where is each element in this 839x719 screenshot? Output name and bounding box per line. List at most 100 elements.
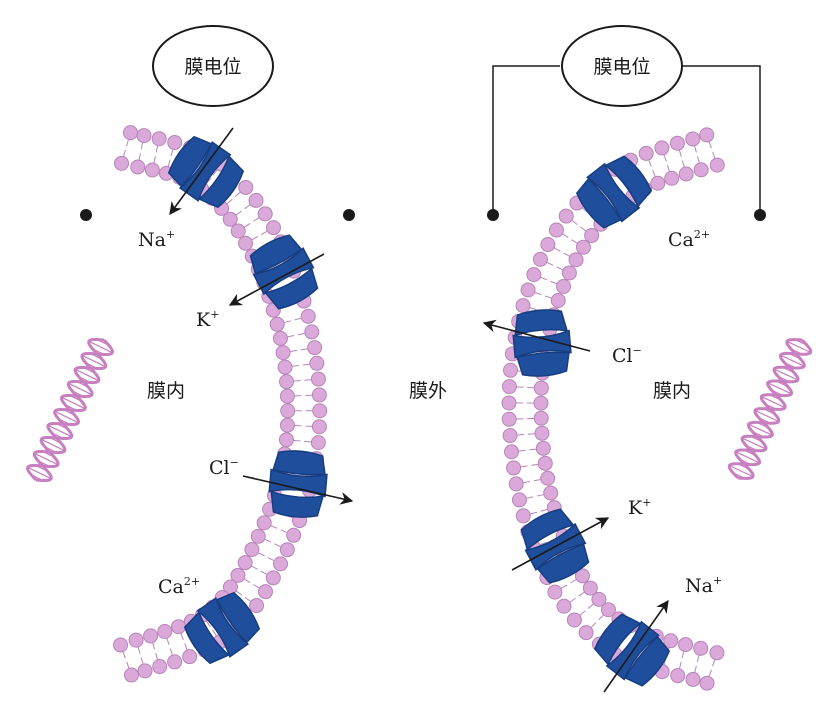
right-membrane-lipid-head — [685, 131, 701, 147]
left-membrane-lipid-head — [300, 308, 316, 324]
right-potential-label: 膜电位 — [593, 56, 650, 78]
left-membrane-lipid-head — [113, 637, 129, 653]
right-membrane-lipid-head — [670, 668, 686, 684]
right-dna-rung — [773, 368, 799, 381]
left-ion-cl: Cl− — [209, 456, 239, 479]
right-membrane-lipid-head — [550, 293, 566, 309]
right-membrane-lipid-head — [654, 140, 670, 156]
right-membrane-lipid-head — [556, 279, 572, 295]
left-membrane-lipid-head — [256, 515, 272, 531]
right-membrane-lipid-head — [547, 584, 563, 600]
right-na-channel — [593, 613, 671, 687]
right-membrane-lipid-head — [584, 227, 600, 243]
right-membrane-lipid-head — [543, 485, 559, 501]
left-membrane-lipid-head — [248, 192, 264, 208]
right-ion-na: Na+ — [685, 574, 722, 597]
right-potential-ellipse — [561, 25, 683, 107]
right-membrane-lipid-head — [520, 282, 536, 298]
left-membrane-lipid-head — [279, 542, 295, 558]
left-membrane-lipid-head — [279, 388, 295, 404]
right-membrane-lipid-head — [693, 640, 709, 656]
right-membrane-lipid-head — [502, 362, 518, 378]
right-dna-rung — [754, 409, 779, 422]
left-dna-helix-icon — [25, 338, 115, 482]
right-membrane-lipid-head — [506, 460, 522, 476]
left-membrane-lipid-head — [136, 128, 152, 144]
left-membrane-lipid-head — [273, 556, 289, 572]
right-inside-label: 膜内 — [653, 380, 691, 402]
right-membrane-lipid-head — [534, 425, 550, 441]
right-membrane-lipid-head — [693, 162, 709, 178]
right-ca-channel — [575, 155, 653, 229]
left-membrane-lipid-head — [114, 155, 130, 171]
right-membrane-lipid-head — [568, 252, 584, 268]
right-membrane-lipid-head — [574, 568, 590, 584]
left-membrane-lipid-head — [130, 159, 146, 175]
right-dna-helix-icon — [727, 338, 813, 480]
left-dna-rung — [41, 438, 65, 452]
left-membrane-lipid-head — [307, 340, 323, 356]
left-membrane-lipid-head — [143, 628, 159, 644]
left-membrane-lipid-head — [257, 206, 273, 222]
left-membrane-lipid-head — [244, 542, 260, 558]
right-membrane-lipid-head — [669, 135, 685, 151]
left-membrane-lipid-head — [272, 330, 288, 346]
left-membrane-lipid-head — [152, 659, 168, 675]
left-membrane-lipid-head — [258, 584, 274, 600]
outside-label: 膜外 — [409, 380, 447, 402]
right-membrane-lipid-head — [548, 222, 564, 238]
right-membrane-lipid-head — [638, 145, 654, 161]
left-membrane-lipid-head — [310, 435, 326, 451]
left-membrane-lipid-head — [238, 179, 254, 195]
left-membrane-lipid-head — [250, 528, 266, 544]
left-k-arrow — [228, 253, 325, 306]
left-dna-rung — [27, 466, 52, 480]
right-membrane-lipid-head — [526, 267, 542, 283]
right-membrane-lipid-head — [535, 440, 551, 456]
left-membrane-lipid-head — [137, 663, 153, 679]
ion-channels — [167, 135, 671, 687]
left-membrane-lipid-head — [277, 359, 293, 375]
right-wire-left — [492, 65, 560, 212]
left-membrane-lipid-head — [144, 162, 160, 178]
left-na-arrow — [169, 127, 234, 216]
left-cl-channel — [268, 450, 328, 518]
left-dna-rung — [88, 340, 113, 354]
left-inside-label: 膜内 — [147, 380, 185, 402]
left-membrane-lipid-head — [310, 371, 326, 387]
right-ion-ca: Ca2+ — [668, 228, 710, 251]
right-membrane-lipid-head — [678, 637, 694, 653]
right-cl-arrow — [482, 319, 591, 352]
right-membrane-lipid-head — [664, 170, 680, 186]
left-membrane-lipid-head — [279, 417, 295, 433]
left-membrane-lipid-head — [275, 345, 291, 361]
left-membrane-lipid-head — [237, 555, 253, 571]
left-membrane-lipid-head — [312, 403, 328, 419]
left-membrane-lipid-head — [304, 324, 320, 340]
right-membrane-lipid-head — [678, 166, 694, 182]
left-membrane-lipid-head — [157, 623, 173, 639]
right-membrane-lipid-head — [556, 598, 572, 614]
left-dna-rung — [68, 382, 93, 396]
left-membrane-lipid-head — [286, 527, 302, 543]
right-membrane-lipid-head — [508, 476, 524, 492]
right-membrane-lipid-head — [699, 127, 715, 143]
right-membrane-lipid-head — [709, 645, 725, 661]
right-dna-rung — [729, 465, 754, 478]
left-ion-ca: Ca2+ — [158, 575, 200, 598]
right-membrane-lipid-head — [537, 455, 553, 471]
right-membrane-lipid-head — [540, 237, 556, 253]
right-membrane-lipid-head — [511, 492, 527, 508]
left-membrane-lipid-head — [170, 619, 186, 635]
left-na-channel — [167, 135, 245, 209]
left-membrane-lipid-head — [230, 223, 246, 239]
right-dna-strand — [727, 338, 813, 480]
left-membrane-lipid-head — [182, 649, 198, 665]
right-membrane-lipid-head — [533, 410, 549, 426]
left-dna-rung — [81, 354, 106, 368]
right-membrane-lipid-head — [600, 602, 616, 618]
right-dna-rung — [761, 396, 786, 409]
left-ion-na: Na+ — [138, 228, 175, 251]
